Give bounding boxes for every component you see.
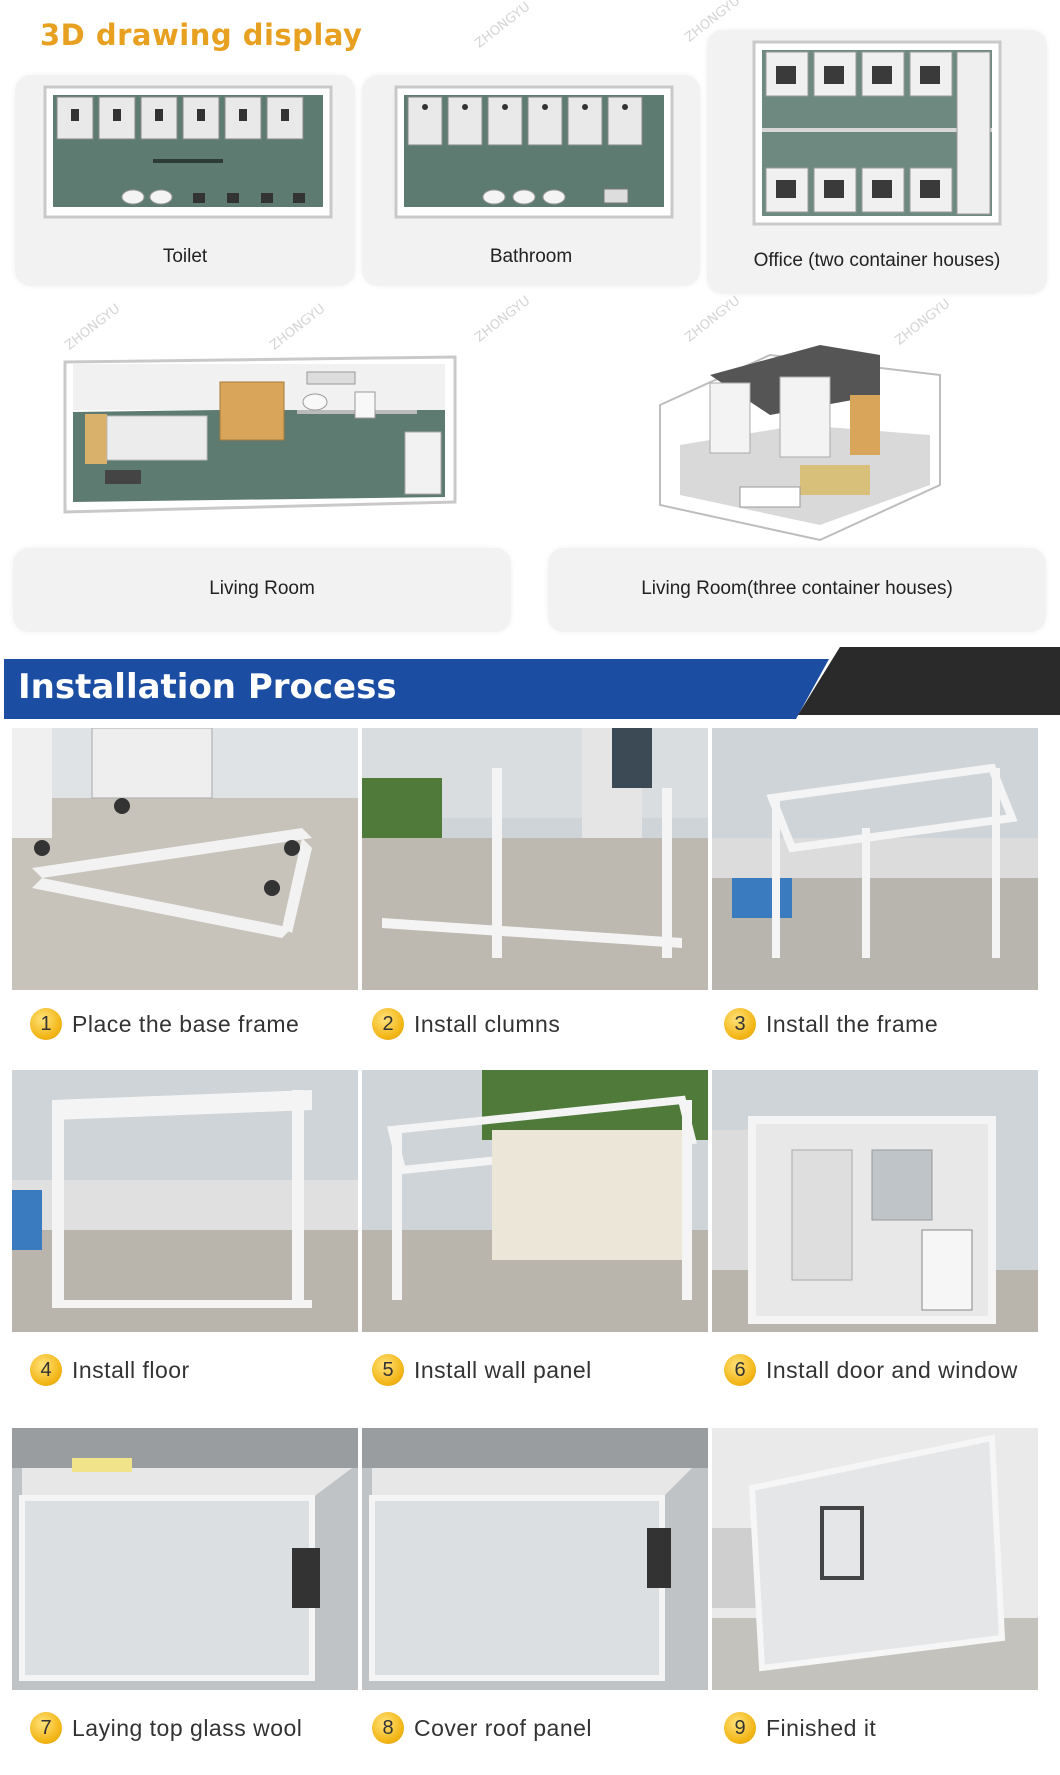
step-text: Install door and window: [766, 1356, 1018, 1383]
step-text: Place the base frame: [72, 1010, 300, 1037]
drawing-card-toilet: Toilet: [15, 75, 355, 286]
step-text: Finished it: [766, 1714, 877, 1741]
step-9-label: 9 Finished it: [724, 1712, 876, 1744]
step-6-label: 6 Install door and window: [724, 1354, 1018, 1386]
step-text: Laying top glass wool: [72, 1714, 303, 1741]
step-6-photo: [712, 1070, 1038, 1332]
watermark: ZHONGYU: [267, 301, 329, 354]
step-7-label: 7 Laying top glass wool: [30, 1712, 302, 1744]
step-text: Install wall panel: [414, 1356, 592, 1383]
watermark: ZHONGYU: [472, 0, 534, 52]
drawing-section-title: 3D drawing display: [40, 18, 363, 52]
living-room-three-floorplan: [659, 345, 941, 542]
step-text: Install the frame: [766, 1010, 939, 1037]
step-number-badge: 1: [30, 1008, 62, 1040]
step-4-photo: [12, 1070, 358, 1332]
bathroom-floorplan: [394, 85, 674, 219]
step-3-label: 3 Install the frame: [724, 1008, 938, 1040]
install-section-title: Installation Process: [18, 667, 397, 707]
card-label: Living Room: [209, 578, 315, 599]
step-2-photo: [362, 728, 708, 990]
step-number-badge: 2: [372, 1008, 404, 1040]
step-5-label: 5 Install wall panel: [372, 1354, 592, 1386]
toilet-floorplan: [43, 85, 333, 219]
install-banner: [4, 659, 829, 719]
step-text: Install floor: [72, 1356, 190, 1383]
install-banner-accent: [798, 647, 1060, 715]
step-number-badge: 6: [724, 1354, 756, 1386]
step-number-badge: 9: [724, 1712, 756, 1744]
step-text: Cover roof panel: [414, 1714, 593, 1741]
living-room-floorplan: [63, 355, 457, 514]
step-number-badge: 4: [30, 1354, 62, 1386]
step-1-photo: [12, 728, 358, 990]
step-3-photo: [712, 728, 1038, 990]
step-7-photo: [12, 1428, 358, 1690]
card-label: Toilet: [162, 246, 208, 267]
card-label: Office (two container houses): [753, 250, 1001, 271]
card-label: Bathroom: [489, 246, 573, 267]
drawing-card-bathroom: Bathroom: [362, 75, 700, 286]
step-number-badge: 5: [372, 1354, 404, 1386]
step-8-label: 8 Cover roof panel: [372, 1712, 592, 1744]
step-number-badge: 3: [724, 1008, 756, 1040]
drawing-card-office: Office (two container houses): [707, 30, 1047, 294]
step-5-photo: [362, 1070, 708, 1332]
step-number-badge: 7: [30, 1712, 62, 1744]
card-label: Living Room(three container houses): [641, 578, 953, 599]
step-2-label: 2 Install clumns: [372, 1008, 560, 1040]
watermark: ZHONGYU: [62, 301, 124, 354]
step-9-photo: [712, 1428, 1038, 1690]
step-4-label: 4 Install floor: [30, 1354, 190, 1386]
watermark: ZHONGYU: [472, 293, 534, 346]
drawing-card-living-room-three: Living Room(three container houses): [548, 548, 1046, 632]
office-floorplan: [752, 40, 1002, 226]
drawing-card-living-room: Living Room: [13, 548, 511, 632]
step-1-label: 1 Place the base frame: [30, 1008, 299, 1040]
step-text: Install clumns: [414, 1010, 561, 1037]
step-number-badge: 8: [372, 1712, 404, 1744]
step-8-photo: [362, 1428, 708, 1690]
